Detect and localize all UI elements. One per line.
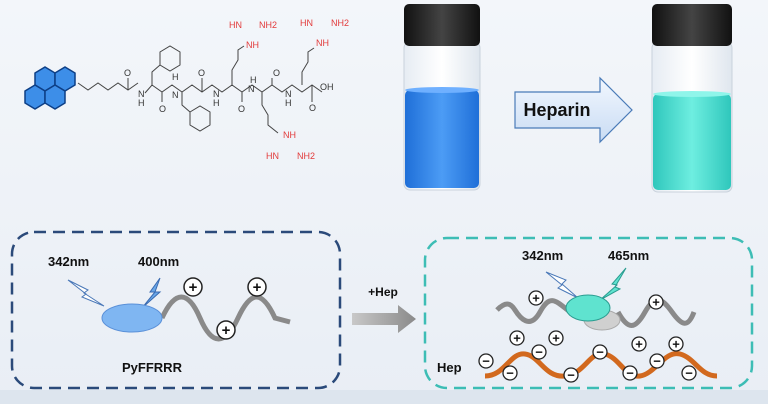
atom-o: O bbox=[309, 103, 316, 113]
add-heparin-label: +Hep bbox=[368, 285, 398, 299]
atom-o: O bbox=[273, 68, 280, 78]
molecule-atom-labels: O N H O N H O N H O H N O N H OH O HN NH… bbox=[124, 18, 349, 161]
atom-n: N bbox=[138, 89, 145, 99]
atom-o: O bbox=[124, 68, 131, 78]
bottom-band bbox=[0, 390, 768, 404]
guanidine-imine: HN bbox=[229, 20, 242, 30]
svg-text:+: + bbox=[532, 291, 540, 306]
svg-text:−: − bbox=[506, 366, 514, 381]
positive-charge: + bbox=[528, 290, 544, 306]
negative-charge: − bbox=[531, 344, 547, 360]
emission-wavelength: 400nm bbox=[138, 254, 179, 269]
guanidine-imine: HN bbox=[266, 151, 279, 161]
pyrene-probe bbox=[101, 303, 163, 333]
svg-text:+: + bbox=[189, 279, 198, 296]
positive-charge: + bbox=[247, 277, 267, 297]
svg-text:−: − bbox=[482, 354, 490, 369]
excitation-wavelength: 342nm bbox=[48, 254, 89, 269]
atom-o: O bbox=[198, 68, 205, 78]
heparin-label: Hep bbox=[437, 360, 462, 375]
svg-text:+: + bbox=[552, 331, 560, 346]
guanidine-link: NH bbox=[283, 130, 296, 140]
heparin-arrow-label: Heparin bbox=[523, 100, 590, 120]
atom-h: H bbox=[172, 72, 179, 82]
positive-charge: + bbox=[509, 330, 525, 346]
probe-name: PyFFRRR bbox=[122, 360, 183, 375]
svg-text:+: + bbox=[652, 295, 660, 310]
atom-n: N bbox=[172, 90, 179, 100]
atom-n: N bbox=[248, 84, 255, 94]
charges: ++++++−−−−−−−− bbox=[478, 290, 697, 383]
excitation-lightning-icon bbox=[545, 271, 579, 299]
svg-text:+: + bbox=[635, 337, 643, 352]
pyrene-probe-excimer bbox=[565, 294, 611, 322]
positive-charge: + bbox=[631, 336, 647, 352]
svg-text:−: − bbox=[535, 345, 543, 360]
atom-oh: OH bbox=[320, 82, 334, 92]
guanidine-link: NH bbox=[246, 40, 259, 50]
svg-text:+: + bbox=[222, 322, 231, 339]
heparin-arrow: Heparin bbox=[514, 76, 633, 144]
positive-charge: + bbox=[548, 330, 564, 346]
emission-lightning-icon bbox=[599, 267, 627, 301]
atom-h: H bbox=[250, 75, 257, 85]
guanidine-amine: NH2 bbox=[259, 20, 277, 30]
positive-charge: + bbox=[668, 336, 684, 352]
positive-charge: + bbox=[216, 320, 236, 340]
add-heparin-arrow: +Hep bbox=[352, 285, 416, 333]
svg-text:−: − bbox=[596, 345, 604, 360]
negative-charge: − bbox=[478, 353, 494, 369]
svg-text:−: − bbox=[653, 354, 661, 369]
atom-n: N bbox=[285, 89, 292, 99]
pyrene-ring bbox=[24, 66, 76, 110]
excitation-wavelength: 342nm bbox=[522, 248, 563, 263]
svg-text:+: + bbox=[672, 337, 680, 352]
guanidine-link: NH bbox=[316, 38, 329, 48]
guanidine-imine: HN bbox=[300, 18, 313, 28]
atom-h: H bbox=[138, 98, 145, 108]
negative-charge: − bbox=[563, 367, 579, 383]
left-panel: 342nm 400nm + + + PyFFRRR bbox=[10, 230, 342, 390]
guanidine-amine: NH2 bbox=[297, 151, 315, 161]
atom-n: N bbox=[213, 89, 220, 99]
svg-text:+: + bbox=[253, 279, 262, 296]
negative-charge: − bbox=[681, 365, 697, 381]
vial-before bbox=[403, 4, 481, 191]
positive-charge: + bbox=[183, 277, 203, 297]
emission-lightning-icon bbox=[141, 277, 162, 309]
negative-charge: − bbox=[592, 344, 608, 360]
negative-charge: − bbox=[622, 365, 638, 381]
atom-h: H bbox=[285, 98, 292, 108]
svg-text:−: − bbox=[685, 366, 693, 381]
guanidine-amine: NH2 bbox=[331, 18, 349, 28]
positive-charge: + bbox=[648, 294, 664, 310]
excitation-lightning-icon bbox=[67, 279, 105, 307]
svg-text:−: − bbox=[626, 366, 634, 381]
right-panel: 342nm 465nm Hep bbox=[423, 236, 754, 390]
atom-o: O bbox=[238, 104, 245, 114]
svg-text:+: + bbox=[513, 331, 521, 346]
svg-text:−: − bbox=[567, 368, 575, 383]
negative-charge: − bbox=[649, 353, 665, 369]
negative-charge: − bbox=[502, 365, 518, 381]
pyffrrr-structure bbox=[24, 45, 323, 134]
vial-after bbox=[651, 4, 733, 193]
atom-o: O bbox=[159, 104, 166, 114]
emission-wavelength: 465nm bbox=[608, 248, 649, 263]
atom-h: H bbox=[213, 98, 220, 108]
